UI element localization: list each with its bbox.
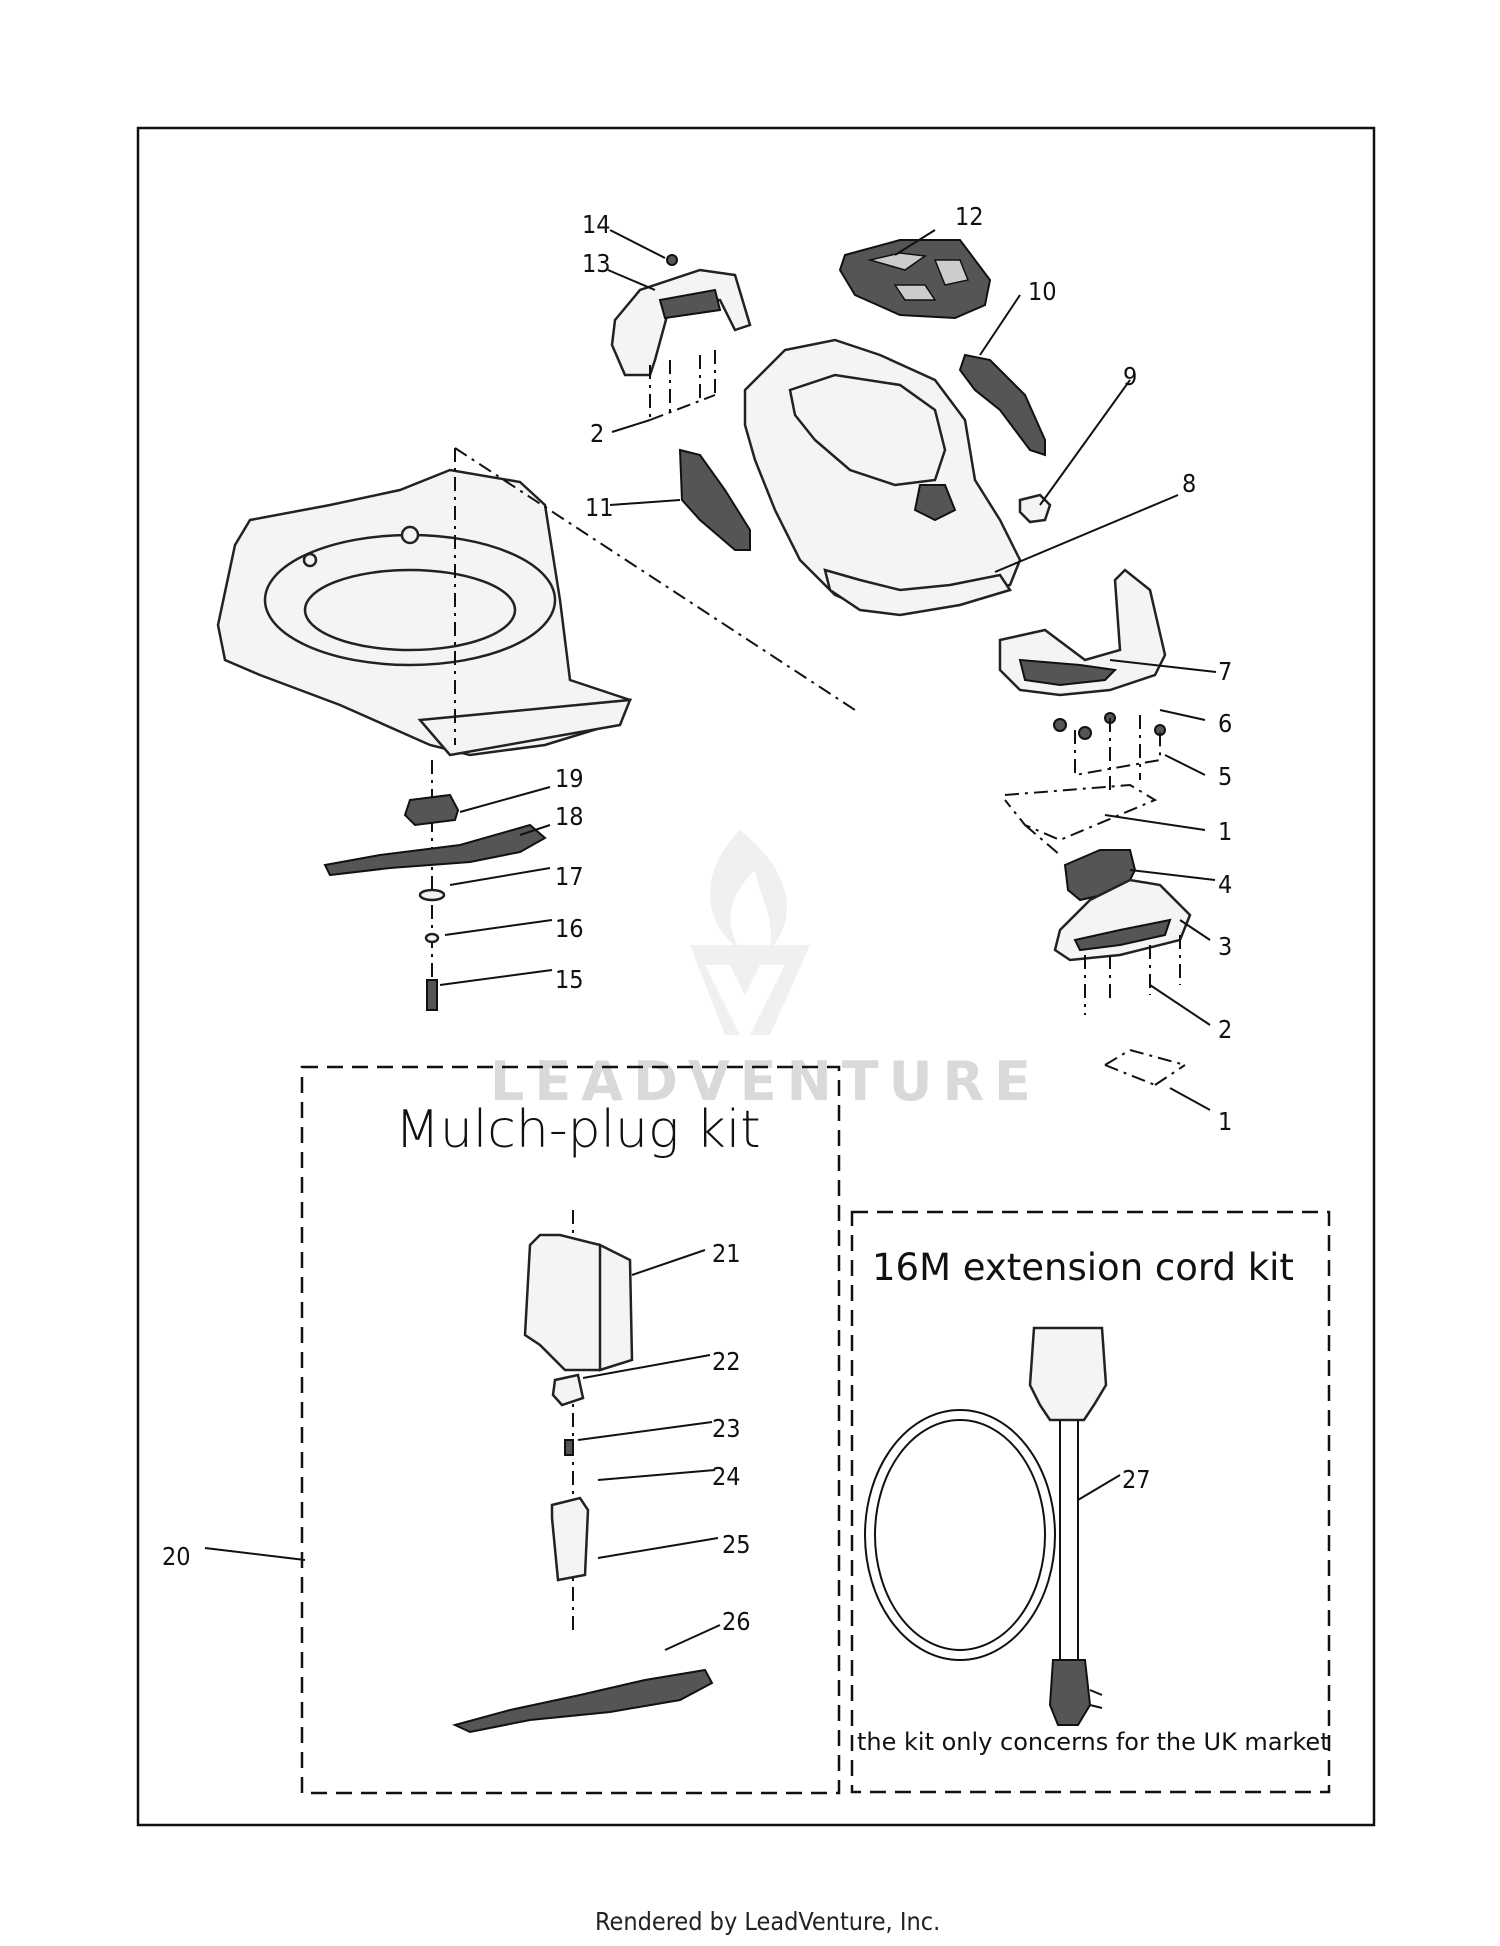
callout-7: 7 <box>1218 657 1232 686</box>
mulch-plug-part-21 <box>523 1233 634 1372</box>
switch-housing-part-3 <box>1053 878 1192 962</box>
clip-part-22 <box>551 1373 585 1407</box>
callout-23: 23 <box>712 1414 741 1443</box>
callout-17: 17 <box>555 862 584 891</box>
screw-lines-5 <box>1074 715 1161 790</box>
screw-lines-1a <box>1004 783 1158 856</box>
blade-part-18 <box>323 823 547 877</box>
alignment-line-deck <box>454 447 856 745</box>
callout-15: 15 <box>555 965 584 994</box>
callout-12: 12 <box>955 202 984 231</box>
mulch-plug-kit-box <box>300 1065 841 1795</box>
extension-cord-part-27 <box>864 1326 1108 1726</box>
callout-labels: 14 13 12 10 9 2 11 8 7 6 5 1 4 3 2 1 19 … <box>162 202 1232 1636</box>
callout-22: 22 <box>712 1347 741 1376</box>
callout-10: 10 <box>1028 277 1057 306</box>
blade-adapter-part-19 <box>403 793 460 827</box>
callout-6: 6 <box>1218 709 1232 738</box>
extension-cord-kit-box <box>850 1210 1331 1794</box>
watermark-logo <box>690 830 810 1035</box>
extension-cord-kit-title: 16M extension cord kit <box>872 1246 1294 1289</box>
motor-housing-part-8 <box>743 338 1022 617</box>
callout-9: 9 <box>1123 362 1137 391</box>
callout-1a: 1 <box>1218 817 1232 846</box>
callout-1b: 1 <box>1218 1107 1232 1136</box>
diagram-frame <box>136 126 1376 1827</box>
washer-part-16 <box>424 932 440 944</box>
side-panel-part-10 <box>958 353 1046 457</box>
rear-flap-part-13 <box>610 254 752 377</box>
callout-13: 13 <box>582 249 611 278</box>
extension-cord-kit-note: the kit only concerns for the UK market <box>857 1728 1330 1756</box>
screw-lines-1b <box>1104 1049 1186 1086</box>
callout-19: 19 <box>555 764 584 793</box>
mower-deck-part <box>216 468 633 757</box>
callout-18: 18 <box>555 802 584 831</box>
callout-24: 24 <box>712 1462 741 1491</box>
callout-3: 3 <box>1218 932 1232 961</box>
bolt-part-15 <box>426 979 438 1011</box>
callout-5: 5 <box>1218 762 1232 791</box>
spring-part-23 <box>564 1439 574 1456</box>
top-cover-part-12 <box>838 239 992 320</box>
mulch-plug-kit-title: Mulch-plug kit <box>395 1100 761 1160</box>
callout-21: 21 <box>712 1239 741 1268</box>
footer-rendered-by: Rendered by LeadVenture, Inc. <box>595 1907 940 1936</box>
callout-16: 16 <box>555 914 584 943</box>
callout-25: 25 <box>722 1530 751 1559</box>
callout-11: 11 <box>585 493 614 522</box>
callout-27: 27 <box>1122 1465 1151 1494</box>
mulch-blade-part-26 <box>452 1668 714 1734</box>
callout-2a: 2 <box>590 419 604 448</box>
screw-lines-2b <box>1084 935 1181 1015</box>
watermark-text: LEADVENTURE <box>490 1050 1041 1113</box>
leader-lines <box>204 229 1217 1651</box>
callout-26: 26 <box>722 1607 751 1636</box>
callout-8: 8 <box>1182 469 1196 498</box>
callout-14: 14 <box>582 210 611 239</box>
callout-2b: 2 <box>1218 1015 1232 1044</box>
callout-4: 4 <box>1218 870 1232 899</box>
bracket-part-25 <box>550 1496 590 1582</box>
screw-lines-13 <box>649 350 716 421</box>
handle-bracket-part-7 <box>998 568 1167 697</box>
callout-20: 20 <box>162 1542 191 1571</box>
side-panel-part-11 <box>678 448 751 551</box>
washer-part-17 <box>418 888 446 902</box>
